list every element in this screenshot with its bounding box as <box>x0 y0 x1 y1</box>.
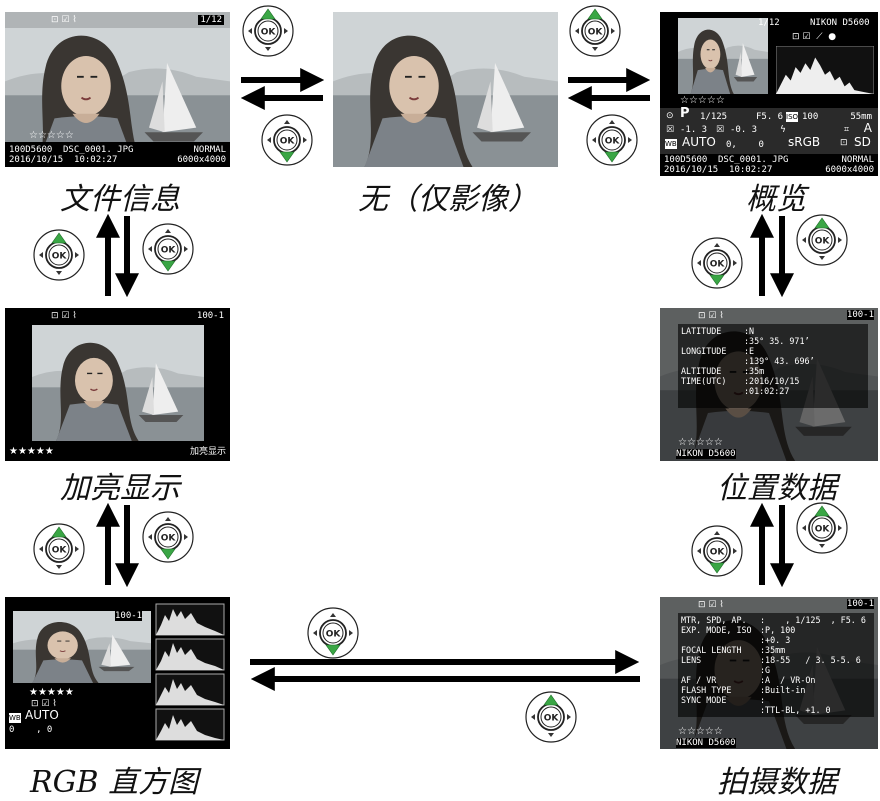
multi-selector-up-icon: OK <box>524 690 578 744</box>
ok-label: OK <box>326 630 342 640</box>
multi-selector-up-icon: OK <box>241 4 295 58</box>
multi-selector-up-icon: OK <box>568 4 622 58</box>
ok-label: OK <box>815 525 831 535</box>
ok-label: OK <box>710 548 726 558</box>
ok-label: OK <box>52 252 68 262</box>
ok-label: OK <box>815 237 831 247</box>
ok-label: OK <box>52 546 68 556</box>
multi-selector-down-icon: OK <box>690 236 744 290</box>
multi-selector-down-icon: OK <box>260 113 314 167</box>
ok-label: OK <box>261 28 277 38</box>
multi-selector-down-icon: OK <box>141 222 195 276</box>
ok-label: OK <box>544 714 560 724</box>
ok-label: OK <box>605 137 621 147</box>
ok-label: OK <box>588 28 604 38</box>
ok-label: OK <box>161 534 177 544</box>
multi-selector-up-icon: OK <box>795 213 849 267</box>
multi-selector-down-icon: OK <box>585 113 639 167</box>
multi-selector-up-icon: OK <box>32 228 86 282</box>
multi-selector-up-icon: OK <box>32 522 86 576</box>
multi-selector-down-icon: OK <box>306 606 360 660</box>
ok-label: OK <box>161 246 177 256</box>
ok-label: OK <box>710 260 726 270</box>
multi-selector-up-icon: OK <box>795 501 849 555</box>
ok-label: OK <box>280 137 296 147</box>
multi-selector-down-icon: OK <box>141 510 195 564</box>
multi-selector-down-icon: OK <box>690 524 744 578</box>
